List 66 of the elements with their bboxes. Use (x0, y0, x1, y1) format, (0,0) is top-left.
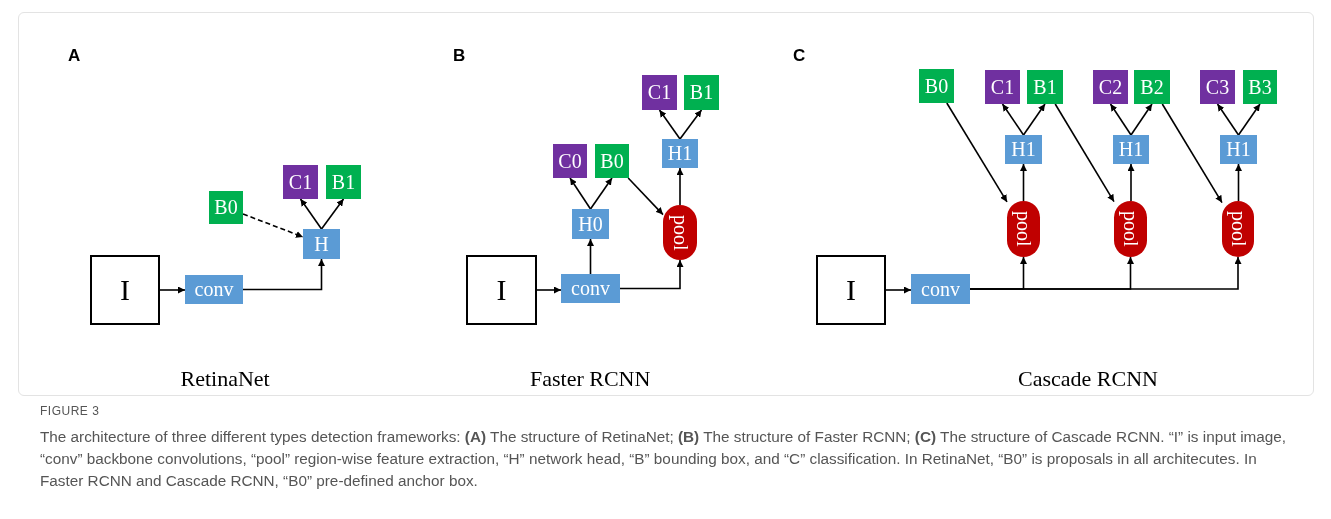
panel-letter: C (793, 46, 806, 66)
bounding-box-node: B1 (684, 75, 719, 110)
class-box: C1 (985, 70, 1020, 104)
arrow (658, 109, 681, 140)
bounding-box-node: B0 (919, 69, 954, 103)
arrow (885, 286, 912, 294)
arrow (299, 198, 323, 230)
arrow (946, 102, 1008, 203)
panel-title: Cascade RCNN (1018, 366, 1158, 392)
arrow (1235, 163, 1242, 202)
process-box: H1 (1113, 135, 1149, 164)
panel-letter: B (453, 46, 466, 66)
process-box: H1 (1005, 135, 1042, 164)
pool-pill: pool (1222, 201, 1254, 257)
arrow (242, 258, 325, 291)
arrow (1216, 103, 1240, 136)
arrow (536, 286, 562, 294)
arrow (1022, 103, 1046, 136)
arrow (969, 256, 1242, 290)
arrow (589, 177, 613, 210)
input-box: I (466, 255, 537, 325)
arrow (1109, 103, 1132, 136)
arrow (1161, 103, 1223, 204)
panel-title: RetinaNet (180, 366, 270, 392)
process-box: H (303, 229, 340, 259)
bounding-box-node: B2 (1134, 70, 1170, 104)
process-box: H0 (572, 209, 609, 239)
arrow (1001, 103, 1025, 136)
arrow (676, 167, 684, 206)
figure-caption: The architecture of three different types detection frameworks: (A) The structure of RetinaNet; (B) The structure of Faster RCNN; (C) The structure of Cascade RCNN. “I” is input image, “conv” backbone convolutions, “pool” region-wise feature extraction, “H” network head, “B” bounding box, and “C” classification. In RetinaNet, “B0” is proposals in all architecutes. In Faster RCNN and Cascade RCNN, “B0” pre-defined anchor box. (40, 427, 1288, 491)
class-box: C3 (1200, 70, 1235, 104)
arrow (1127, 163, 1135, 202)
input-box: I (816, 255, 886, 325)
arrow (569, 177, 592, 210)
arrow (587, 238, 594, 275)
arrow (1237, 103, 1261, 136)
bounding-box-node: B0 (209, 191, 243, 224)
arrow (679, 109, 703, 140)
bounding-box-node: B1 (326, 165, 361, 199)
bounding-box-node: B3 (1243, 70, 1277, 104)
pool-pill: pool (663, 205, 697, 260)
bounding-box-node: B1 (1027, 70, 1063, 104)
input-box: I (90, 255, 160, 325)
panel-title: Faster RCNN (530, 366, 651, 392)
figure-number: FIGURE 3 (40, 404, 100, 418)
class-box: C1 (642, 75, 677, 110)
arrow (159, 286, 186, 294)
dashed-arrow (242, 213, 304, 238)
arrow (1054, 103, 1115, 203)
process-box: conv (561, 274, 620, 303)
arrow (320, 198, 345, 230)
arrow (627, 177, 664, 216)
pool-pill: pool (1114, 201, 1147, 257)
bounding-box-node: B0 (595, 144, 629, 178)
class-box: C2 (1093, 70, 1128, 104)
class-box: C0 (553, 144, 587, 178)
class-box: C1 (283, 165, 318, 199)
pool-pill: pool (1007, 201, 1040, 257)
arrow (619, 259, 684, 290)
panel-letter: A (68, 46, 81, 66)
arrow (1130, 103, 1153, 136)
process-box: H1 (662, 139, 698, 168)
arrow (1020, 163, 1027, 202)
process-box: H1 (1220, 135, 1257, 164)
process-box: conv (911, 274, 970, 304)
process-box: conv (185, 275, 243, 304)
